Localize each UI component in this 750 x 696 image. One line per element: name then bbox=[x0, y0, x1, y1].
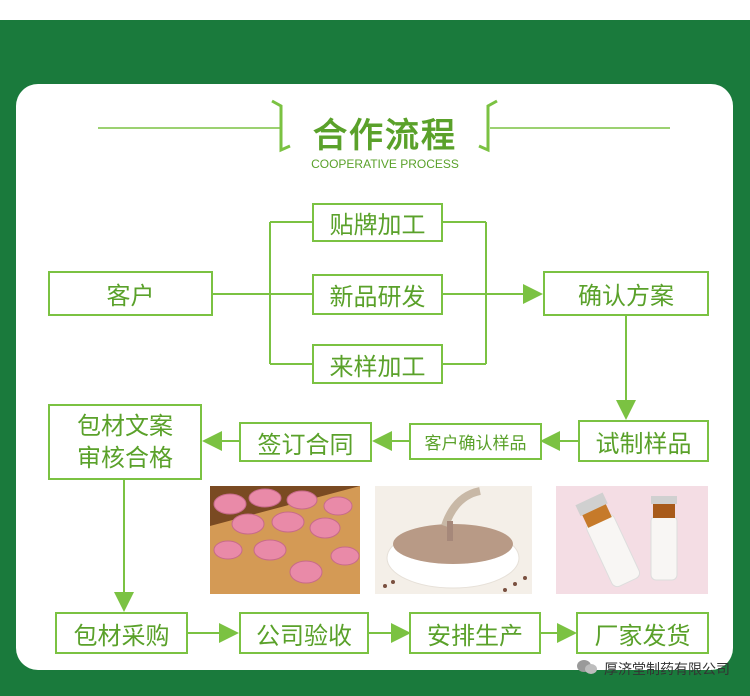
photo-tablets bbox=[210, 486, 360, 594]
node-trial-sample: 试制样品 bbox=[578, 420, 709, 462]
node-customer: 客户 bbox=[48, 271, 213, 316]
photo-oral-liquid-bottles bbox=[556, 486, 708, 594]
node-factory-shipping: 厂家发货 bbox=[576, 612, 709, 654]
node-sample-processing: 来样加工 bbox=[312, 344, 443, 384]
node-sign-contract: 签订合同 bbox=[239, 422, 372, 462]
node-packaging-copy-approval: 包材文案 审核合格 bbox=[48, 404, 202, 480]
packaging-copy-line1: 包材文案 bbox=[77, 412, 173, 440]
wechat-icon bbox=[576, 658, 598, 680]
node-confirm-plan: 确认方案 bbox=[543, 271, 709, 316]
watermark-text: 厚济堂制药有限公司 bbox=[604, 662, 730, 678]
page-title: 合作流程 bbox=[313, 116, 457, 156]
node-oem: 贴牌加工 bbox=[312, 203, 443, 242]
node-packaging-purchase: 包材采购 bbox=[55, 612, 188, 654]
watermark: 厚济堂制药有限公司 bbox=[576, 658, 730, 680]
node-customer-confirm-sample: 客户确认样品 bbox=[409, 423, 542, 460]
node-arrange-production: 安排生产 bbox=[409, 612, 541, 654]
node-new-product: 新品研发 bbox=[312, 274, 443, 315]
node-company-inspection: 公司验收 bbox=[239, 612, 369, 654]
top-band bbox=[0, 0, 750, 20]
page-subtitle: COOPERATIVE PROCESS bbox=[311, 157, 459, 171]
packaging-copy-line2: 审核合格 bbox=[77, 444, 173, 472]
photo-grain-powder bbox=[375, 486, 532, 594]
